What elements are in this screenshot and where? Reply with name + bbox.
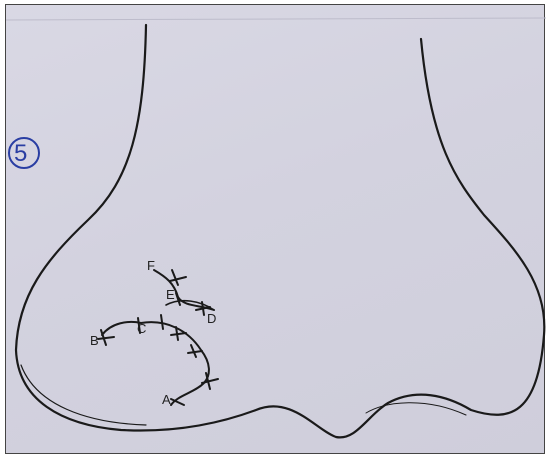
figure-number-text: 5 <box>14 140 27 167</box>
tick-mark <box>98 330 114 345</box>
label-a: A <box>162 392 171 407</box>
paper-fold-line <box>6 18 546 20</box>
tick-mark <box>170 270 186 285</box>
tick-mark <box>161 315 163 329</box>
label-d: D <box>207 311 216 326</box>
label-c: C <box>137 321 146 336</box>
label-f: F <box>147 258 155 273</box>
outline-path <box>16 25 544 437</box>
tract-line-f-d <box>154 270 214 310</box>
label-b: B <box>90 333 99 348</box>
condyle-outline <box>16 25 544 437</box>
drawing-canvas: 5 F E D B C A <box>6 5 546 455</box>
label-e: E <box>166 287 175 302</box>
figure-frame: 5 F E D B C A <box>5 4 545 454</box>
figure-number: 5 <box>9 138 39 168</box>
outline-trace <box>21 365 146 425</box>
tract-lines <box>98 270 218 405</box>
tract-line-b-a <box>102 322 209 405</box>
